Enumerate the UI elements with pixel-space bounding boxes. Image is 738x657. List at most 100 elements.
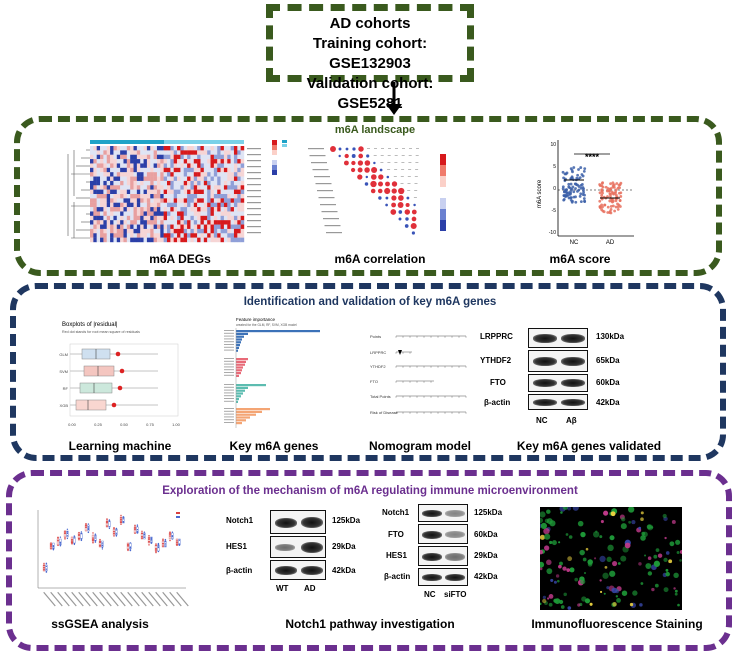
heatmap-cell xyxy=(116,194,121,199)
heatmap-cell xyxy=(187,211,191,217)
heatmap-cell xyxy=(207,224,211,230)
heatmap-cell xyxy=(153,172,158,177)
heatmap-cell xyxy=(180,185,184,190)
heatmap-cell xyxy=(123,185,128,190)
heatmap-cell xyxy=(167,233,171,238)
fluorescent-cell xyxy=(547,597,550,600)
fluorescent-cell xyxy=(558,564,562,569)
score-point-nc xyxy=(569,182,573,186)
heatmap-cell xyxy=(93,233,97,238)
heatmap-cell xyxy=(200,224,205,230)
ssgsea-x-label xyxy=(141,591,154,607)
heatmap-cell xyxy=(187,207,191,212)
heatmap-cell xyxy=(237,202,241,208)
ssgsea-box xyxy=(150,536,153,544)
heatmap-cell xyxy=(213,233,218,238)
heatmap-cell xyxy=(240,194,245,199)
ssgsea-point xyxy=(99,538,101,541)
caption-key-m6a-genes: Key m6A genes xyxy=(229,439,319,453)
blot-size-label: 29kDa xyxy=(332,542,356,551)
fluorescent-cell xyxy=(609,570,616,577)
heatmap-cell xyxy=(170,185,174,190)
ssgsea-x-label xyxy=(162,591,175,607)
heatmap-cell xyxy=(156,233,161,238)
correlation-dot xyxy=(371,174,377,180)
heatmap-cell xyxy=(190,150,194,155)
fluorescent-cell xyxy=(540,511,546,518)
fluorescent-cell xyxy=(665,551,670,555)
heatmap-cell xyxy=(217,163,221,169)
heatmap-cell xyxy=(210,220,215,225)
correlation-dot xyxy=(411,231,415,235)
heatmap-cell xyxy=(130,211,134,217)
correlation-value xyxy=(367,148,370,149)
heatmap-cell xyxy=(230,154,235,160)
ssgsea-point xyxy=(94,541,97,543)
heatmap-cell xyxy=(126,202,131,208)
score-point-nc xyxy=(572,195,576,199)
heatmap-cell xyxy=(173,185,178,190)
ssgsea-point xyxy=(113,530,115,533)
correlation-value xyxy=(401,155,405,156)
heatmap-cell xyxy=(150,233,154,238)
heatmap-cell xyxy=(143,180,148,186)
heatmap-cell xyxy=(160,150,164,155)
heatmap-cell xyxy=(183,189,188,195)
heatmap-cell xyxy=(96,220,101,225)
heatmap-cell xyxy=(237,146,241,151)
fluorescent-cell xyxy=(553,598,558,603)
fluorescent-cell xyxy=(663,587,669,593)
heatmap-cell xyxy=(103,163,107,169)
heatmap-cell xyxy=(143,146,148,151)
fluorescent-cell xyxy=(607,544,614,552)
nomogram-plot: Points LRPPRC YTHDF2 FTO Total Points Ri… xyxy=(368,330,472,418)
heatmap-cell xyxy=(193,185,198,190)
heatmap-cell xyxy=(210,202,215,208)
heatmap-row-label xyxy=(247,202,261,204)
heatmap-cell xyxy=(163,215,168,221)
heatmap-cell xyxy=(110,211,114,217)
blot-size-label: 42kDa xyxy=(474,572,498,581)
ssgsea-point xyxy=(171,531,174,533)
ssgsea-point xyxy=(127,545,129,547)
score-point-nc xyxy=(567,185,571,189)
heatmap-cell xyxy=(110,176,114,182)
heatmap-cell xyxy=(126,146,131,151)
heatmap-cell xyxy=(223,150,228,155)
heatmap-cell xyxy=(180,163,184,169)
blot-lane-label: NC xyxy=(424,590,436,599)
heatmap-cell xyxy=(173,215,178,221)
heatmap-cell xyxy=(217,180,221,186)
ssgsea-box xyxy=(126,542,130,550)
heatmap-cell xyxy=(146,185,151,190)
heatmap-cell xyxy=(133,185,138,190)
importance-label xyxy=(224,338,234,340)
blot-protein-label: FTO xyxy=(388,530,404,539)
ssgsea-box xyxy=(56,538,60,546)
heatmap-cell xyxy=(193,211,198,217)
correlation-dot xyxy=(385,181,390,187)
heatmap-cell xyxy=(136,215,141,221)
heatmap-cell xyxy=(120,228,124,234)
heatmap-cell xyxy=(110,207,114,212)
importance-bar xyxy=(236,330,320,333)
importance-subtitle: created for the GLM, RF, SVM, XGB model xyxy=(236,323,297,327)
heatmap-cell xyxy=(93,185,97,190)
importance-label xyxy=(224,332,234,334)
fluorescent-cell xyxy=(560,605,565,609)
heatmap-cell xyxy=(153,159,158,164)
correlation-value xyxy=(394,155,398,156)
heatmap-cell xyxy=(183,172,188,177)
ssgsea-box xyxy=(42,564,46,572)
heatmap-cell xyxy=(227,172,231,177)
heatmap-cell xyxy=(210,163,215,169)
ssgsea-box xyxy=(140,532,144,540)
heatmap-cell xyxy=(207,146,211,151)
heatmap-cell xyxy=(237,172,241,177)
heatmap-cell xyxy=(126,159,131,164)
heatmap-cell xyxy=(133,176,138,182)
ssgsea-point xyxy=(129,547,132,549)
boxplot-xtick: 0.25 xyxy=(94,422,103,427)
heatmap-cell xyxy=(170,180,174,186)
heatmap-cell xyxy=(183,211,188,217)
